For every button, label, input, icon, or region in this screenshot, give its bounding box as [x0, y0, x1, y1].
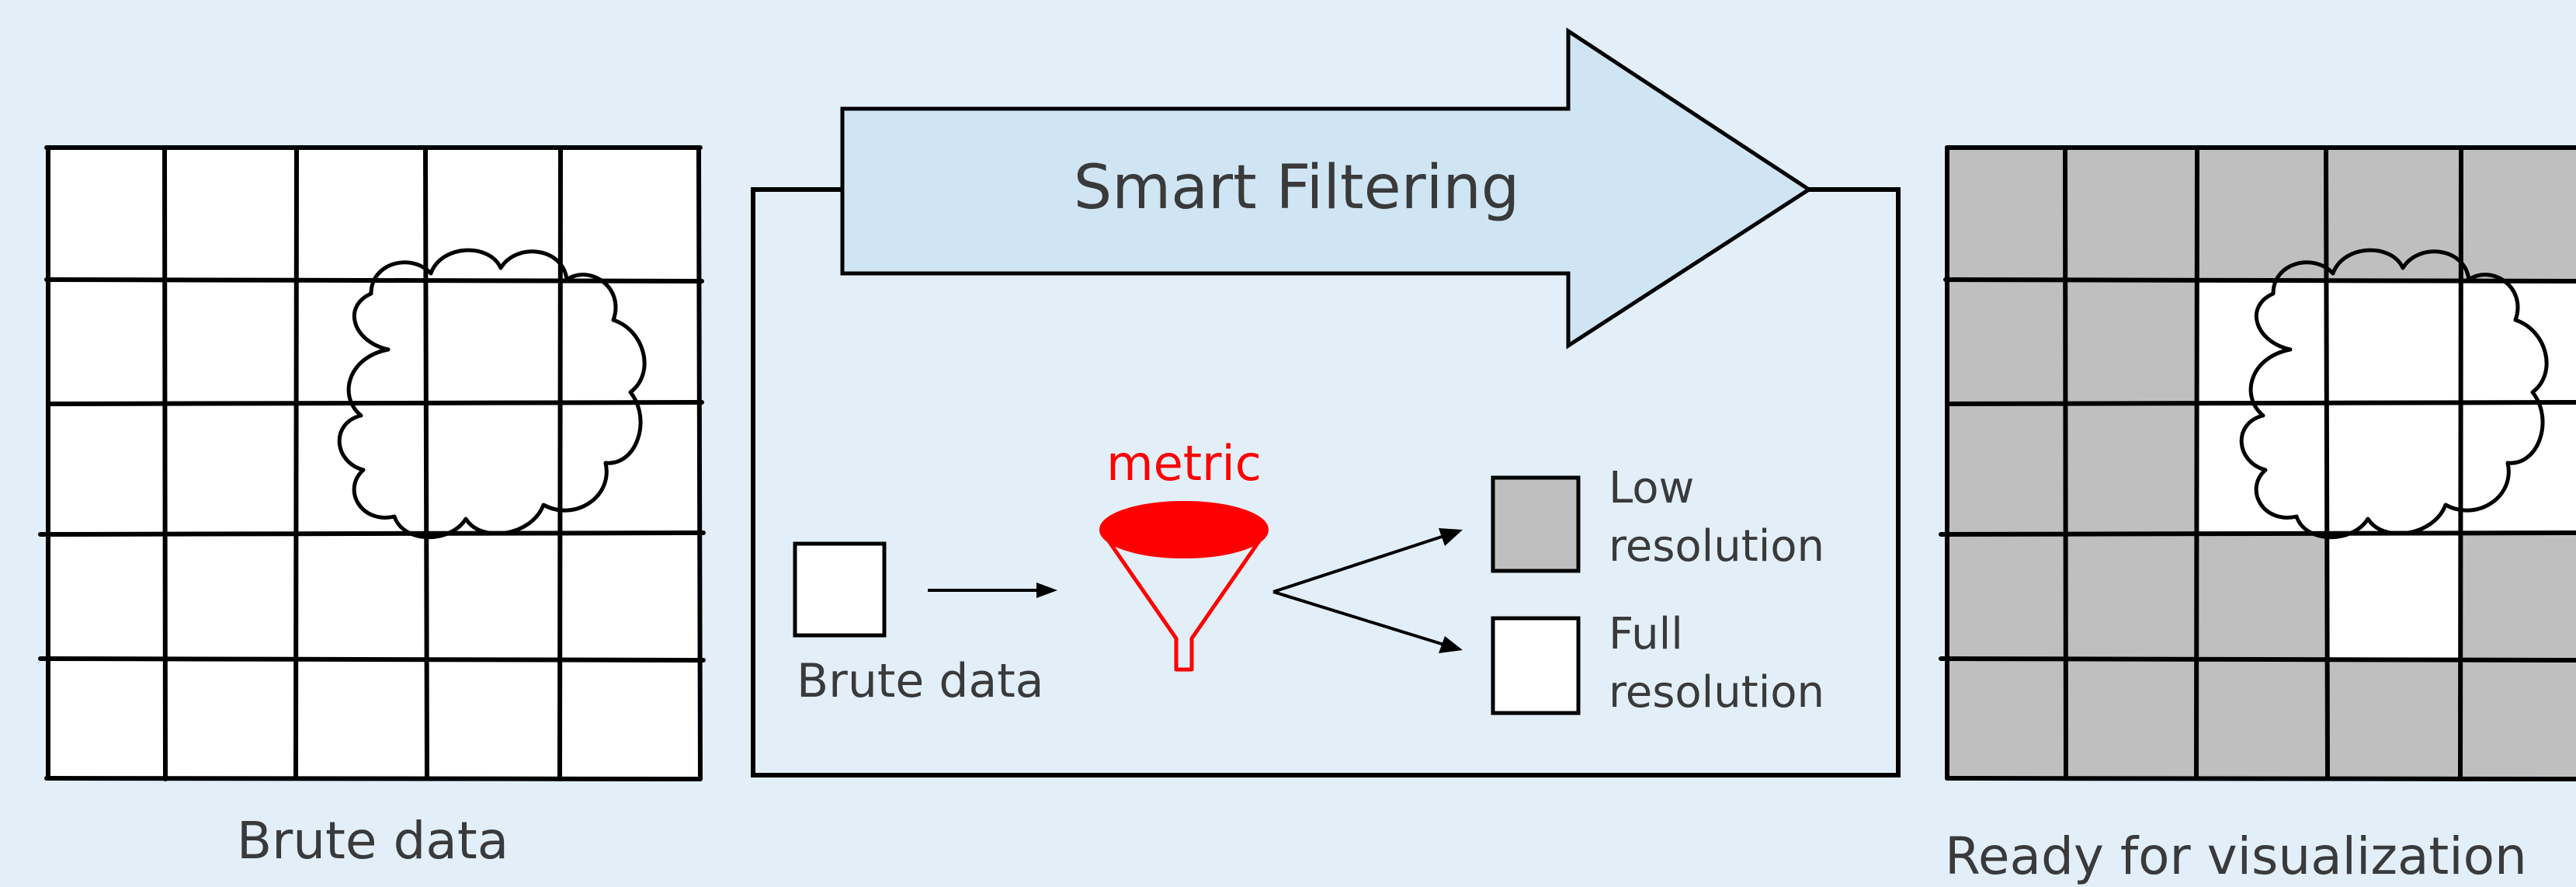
low-res-cell — [2326, 659, 2461, 778]
low-res-cell — [2065, 148, 2197, 280]
grid-line — [1939, 530, 2576, 537]
full-res-cell — [2326, 280, 2461, 404]
grid-line — [1943, 277, 2576, 283]
low-res-label-line1: Low — [1609, 463, 1694, 513]
full-res-cell — [2197, 280, 2326, 404]
grid-line — [44, 776, 703, 781]
low-res-cell — [2461, 659, 2576, 778]
input-data-label: Brute data — [797, 654, 1044, 708]
grid-line — [696, 145, 703, 781]
grid-line — [1939, 656, 2576, 663]
full-res-cell — [2461, 280, 2576, 404]
low-res-cell — [2197, 534, 2326, 659]
funnel-icon — [1099, 501, 1269, 672]
low-res-cell — [1947, 659, 2065, 778]
low-res-cell — [1947, 280, 2065, 404]
input-grid-area — [48, 148, 700, 777]
grid-line — [2194, 145, 2199, 781]
grid-line — [38, 656, 706, 663]
arrow-to-low-res — [1272, 534, 1445, 593]
grid-line — [46, 400, 704, 406]
low-res-cell — [2065, 404, 2197, 534]
arrow-label: Smart Filtering — [1074, 153, 1520, 223]
full-res-cell — [2461, 404, 2576, 534]
low-res-cell — [2197, 148, 2326, 280]
low-res-cell — [2197, 659, 2326, 778]
arrowhead-icon — [1439, 528, 1463, 546]
input-grid: Brute data — [38, 145, 706, 871]
input-grid-caption: Brute data — [237, 811, 509, 871]
full-res-cell — [2326, 534, 2461, 659]
input-data-square — [793, 541, 887, 638]
grid-line — [293, 145, 299, 781]
low-res-cell — [2461, 534, 2576, 659]
low-res-cell — [2326, 148, 2461, 280]
low-res-cell — [2461, 148, 2576, 280]
cloud-shape — [2239, 248, 2549, 540]
filter-process: Smart Filtering Brute data metric Low re… — [751, 27, 1901, 777]
low-res-label-line2: resolution — [1609, 521, 1824, 572]
output-grid-caption: Ready for visualization — [1945, 826, 2527, 886]
full-res-label-line1: Full — [1609, 609, 1683, 659]
output-grid-cells — [1947, 148, 2576, 778]
grid-line — [2063, 145, 2068, 781]
arrowhead-icon — [1036, 583, 1057, 598]
process-box — [751, 187, 1901, 777]
low-res-cell — [2065, 280, 2197, 404]
grid-line — [423, 145, 429, 781]
low-res-cell — [1947, 148, 2065, 280]
full-res-label-line2: resolution — [1609, 667, 1824, 718]
metric-label: metric — [1106, 435, 1262, 492]
full-res-square — [1491, 616, 1581, 715]
low-res-cell — [1947, 534, 2065, 659]
arrow-to-full-res — [1272, 590, 1445, 646]
full-res-cell — [2326, 404, 2461, 534]
grid-line — [1945, 776, 2576, 781]
low-res-cell — [2065, 659, 2197, 778]
low-res-cell — [1947, 404, 2065, 534]
grid-line — [38, 530, 706, 537]
grid-line — [1945, 400, 2576, 406]
low-res-cell — [2065, 534, 2197, 659]
output-grid: Ready for visualization — [1939, 145, 2576, 886]
grid-line — [2324, 145, 2330, 781]
smart-filtering-arrow — [840, 27, 1813, 350]
cloud-shape — [337, 248, 647, 540]
grid-line — [2458, 145, 2463, 781]
arrowhead-icon — [1439, 636, 1463, 653]
low-res-square — [1491, 475, 1581, 573]
grid-line — [557, 145, 563, 781]
